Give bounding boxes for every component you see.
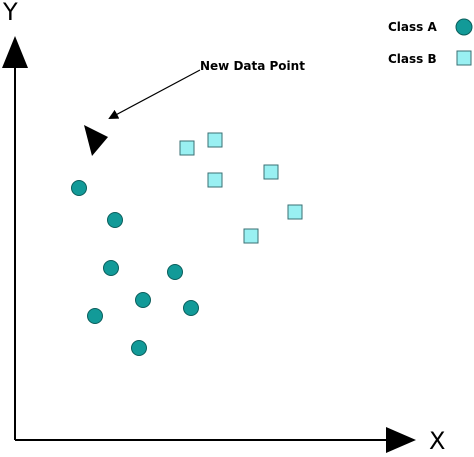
class-a-point-4 — [167, 264, 183, 280]
class-a-point-2 — [107, 212, 123, 228]
data-points — [71, 132, 303, 356]
class-b-point-2 — [207, 132, 223, 148]
annotation-label: New Data Point — [200, 59, 305, 73]
class-b-point-1 — [179, 140, 195, 156]
new-data-point-triangle-icon — [84, 125, 108, 156]
y-axis-label: Y — [2, 0, 18, 26]
class-a-point-3 — [103, 260, 119, 276]
legend-class-a-circle-icon — [455, 18, 473, 36]
class-a-point-5 — [135, 292, 151, 308]
class-a-point-8 — [131, 340, 147, 356]
class-b-point-4 — [263, 164, 279, 180]
x-axis-arrowhead-icon — [386, 427, 416, 453]
y-axis-arrowhead-icon — [2, 36, 28, 68]
annotation-arrow — [108, 69, 201, 119]
legend: Class A Class B — [388, 18, 473, 66]
class-b-point-3 — [207, 172, 223, 188]
class-b-point-6 — [243, 228, 259, 244]
class-a-point-1 — [71, 180, 87, 196]
class-a-point-6 — [183, 300, 199, 316]
class-a-point-7 — [87, 308, 103, 324]
legend-label-class-a: Class A — [388, 20, 437, 34]
class-b-point-5 — [287, 204, 303, 220]
x-axis-label: X — [429, 427, 445, 455]
legend-class-b-square-icon — [456, 50, 472, 66]
legend-label-class-b: Class B — [388, 52, 437, 66]
